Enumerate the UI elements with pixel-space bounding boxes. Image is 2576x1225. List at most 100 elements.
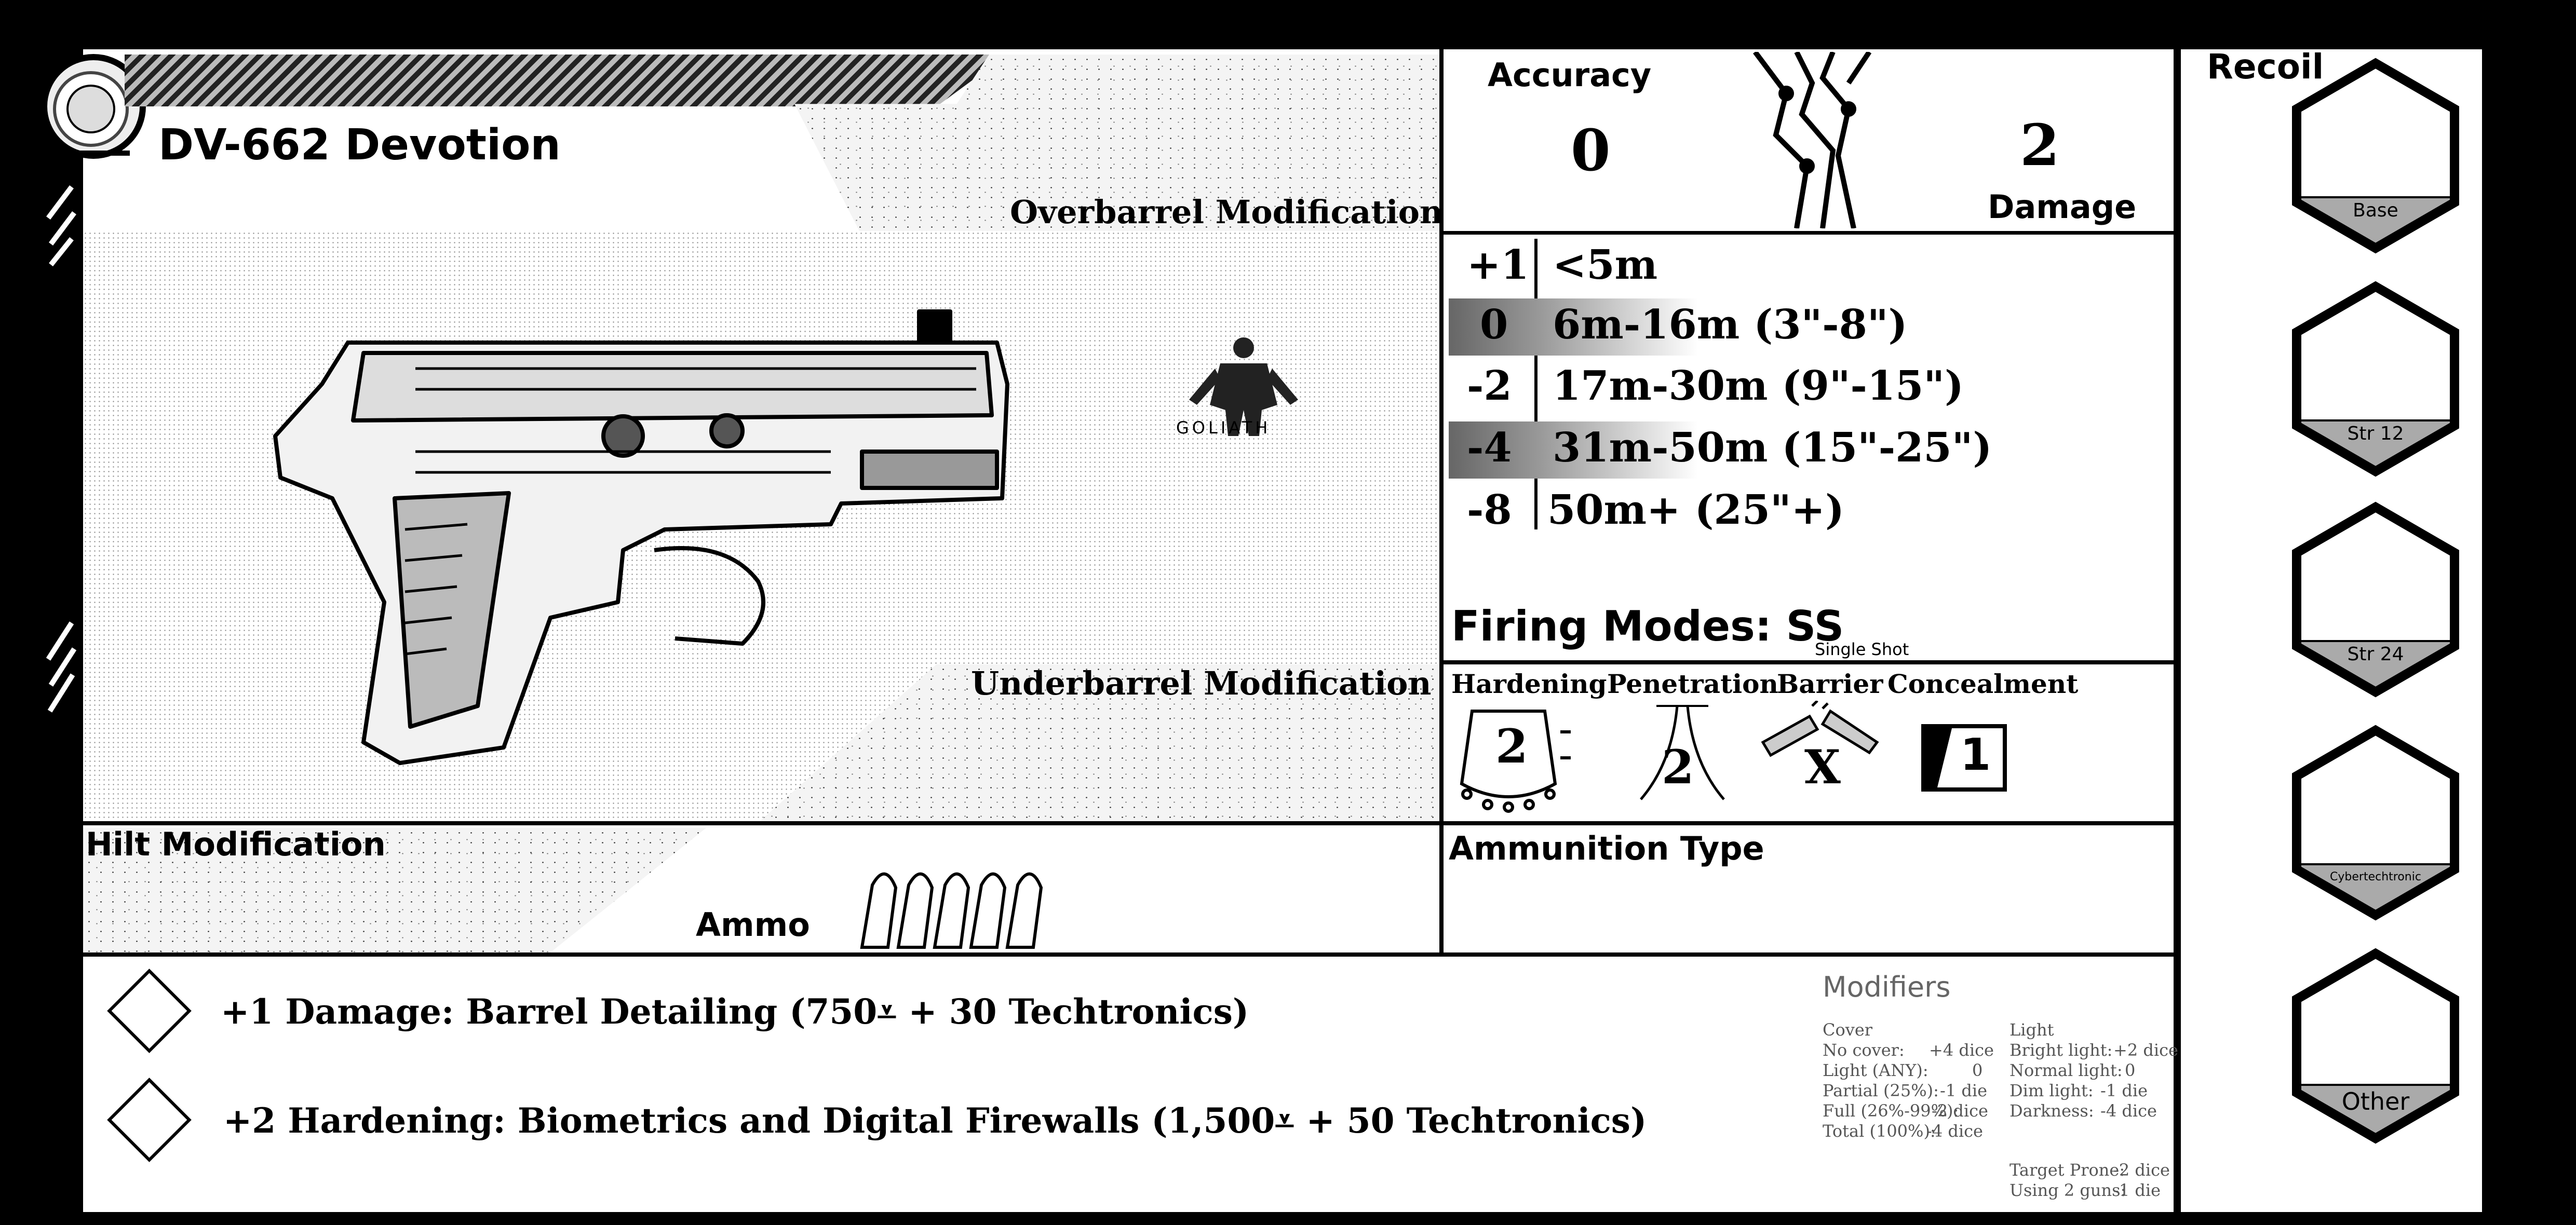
- upgrade-text: +2 Hardening: Biometrics and Digital Fir…: [223, 1100, 1647, 1141]
- modifier-value: +2 dice: [2113, 1040, 2178, 1060]
- modifier-value: +4 dice: [1929, 1040, 1994, 1060]
- modifier-label: Target Prone:: [2009, 1160, 2125, 1180]
- recoil-box-label: Cybertechtronic: [2330, 870, 2421, 883]
- recoil-column: [2181, 49, 2482, 1212]
- firing-modes-subscript: Single Shot: [1815, 639, 1909, 659]
- underbarrel-speckle-panel: [758, 664, 1444, 823]
- accuracy-label: Accuracy: [1488, 56, 1652, 94]
- modifiers-light-title: Light: [2009, 1020, 2054, 1040]
- damage-value: 2: [2020, 112, 2060, 179]
- modifier-value: -1 die: [1940, 1081, 1987, 1100]
- accuracy-value: 0: [1571, 117, 1611, 184]
- weapon-name: DV-662 Devotion: [158, 120, 561, 170]
- overbarrel-slot-label[interactable]: Overbarrel Modification: [1010, 193, 1444, 231]
- recoil-box-label: Other: [2341, 1087, 2410, 1115]
- barrier-icon: [1761, 701, 1879, 757]
- range-modifier: -2: [1467, 362, 1512, 410]
- modifier-label: No cover:: [1823, 1040, 1905, 1060]
- penetration-value: 2: [1662, 740, 1694, 795]
- recoil-box[interactable]: Str 12: [2287, 280, 2464, 478]
- concealment-icon: [1921, 724, 2007, 792]
- concealment-label: Concealment: [1887, 669, 2079, 699]
- modifier-label: Dim light:: [2009, 1081, 2094, 1100]
- hardening-value: 2: [1495, 719, 1528, 774]
- range-row: -8 50m+ (25"+): [1449, 484, 2165, 541]
- modifier-value: 0: [2125, 1060, 2136, 1080]
- modifier-value: 0: [1972, 1060, 1983, 1080]
- modifier-label: Light (ANY):: [1823, 1060, 1928, 1080]
- modifiers-title: Modifiers: [1823, 971, 1951, 1003]
- range-shading: [1449, 421, 1864, 479]
- modifier-value: -4 dice: [2100, 1101, 2157, 1121]
- corner-emblem-icon: [41, 54, 146, 159]
- hardening-label: Hardening: [1451, 669, 1607, 699]
- modifier-value: -2 dice: [2113, 1160, 2170, 1180]
- range-distance: 31m-50m (15"-25"): [1553, 424, 1992, 471]
- range-table-divider: [1534, 239, 1537, 529]
- goliath-logo-icon: [1189, 337, 1298, 436]
- modifier-label: Bright light:: [2009, 1040, 2113, 1060]
- modifier-value: -1 die: [2100, 1081, 2148, 1100]
- hexagon-icon: [2292, 948, 2459, 1144]
- modifier-label: Total (100%):: [1823, 1121, 1936, 1141]
- recoil-box[interactable]: Cybertechtronic: [2287, 724, 2464, 921]
- modifier-value: -2 dice: [1932, 1101, 1988, 1121]
- recoil-title: Recoil: [2207, 47, 2324, 87]
- modifier-label: Using 2 guns:: [2009, 1180, 2126, 1200]
- recoil-box[interactable]: Other: [2287, 947, 2464, 1145]
- hexagon-icon: [2292, 281, 2459, 477]
- range-row: -2 17m-30m (9"-15"): [1449, 360, 2165, 417]
- range-modifier: 0: [1480, 301, 1508, 348]
- recoil-box[interactable]: Str 24: [2287, 501, 2464, 698]
- range-distance: <5m: [1553, 241, 1658, 289]
- center-divider: [1439, 49, 1444, 955]
- upgrades-top-divider: [83, 952, 2176, 957]
- ammunition-type-label[interactable]: Ammunition Type: [1449, 829, 1764, 867]
- spine-slashes-decoration: [46, 185, 77, 713]
- range-modifier: -8: [1467, 486, 1512, 534]
- barrier-value: X: [1804, 740, 1841, 795]
- range-shading: [1449, 298, 1864, 356]
- range-row: 0 6m-16m (3"-8"): [1449, 298, 2165, 356]
- stats-divider: [1439, 231, 2177, 235]
- ammo-label: Ammo: [696, 906, 810, 944]
- modifier-value: -4 dice: [1926, 1121, 1983, 1141]
- concealment-value: 1: [1960, 729, 1991, 781]
- hilt-slot-label[interactable]: Hilt Modification: [86, 825, 386, 863]
- goliath-logo-text: GOLIATH: [1176, 418, 1271, 438]
- range-distance: 6m-16m (3"-8"): [1553, 301, 1908, 348]
- ammo-bullets-icon[interactable]: [852, 859, 1064, 952]
- upgrade-text: +1 Damage: Barrel Detailing (750⩡ + 30 T…: [221, 991, 1249, 1032]
- firing-modes-label: Firing Modes: SS: [1451, 602, 1844, 650]
- penetration-label: Penetration: [1607, 669, 1778, 699]
- title-stripe-banner: [125, 55, 1007, 106]
- modifier-label: Partial (25%):: [1823, 1081, 1939, 1100]
- circuit-emblem-icon: [1753, 52, 1872, 228]
- modifier-label: Full (26%-99%):: [1823, 1101, 1959, 1121]
- right-divider: [2174, 49, 2181, 1212]
- range-distance: 50m+ (25"+): [1547, 486, 1844, 534]
- modifier-value: -1 die: [2113, 1180, 2161, 1200]
- firing-divider: [1439, 660, 2177, 664]
- damage-label: Damage: [1988, 188, 2137, 226]
- recoil-box-label: Str 12: [2347, 423, 2404, 444]
- range-modifier: +1: [1467, 241, 1529, 289]
- range-distance: 17m-30m (9"-15"): [1553, 362, 1964, 410]
- card-spine: [41, 49, 83, 1212]
- range-table: +1 <5m 0 6m-16m (3"-8") -2 17m-30m (9"-1…: [1449, 239, 2165, 540]
- modifier-label: Darkness:: [2009, 1101, 2094, 1121]
- hilt-speckle-panel: [83, 828, 706, 952]
- image-bottom-divider: [83, 821, 2176, 825]
- underbarrel-slot-label[interactable]: Underbarrel Modification: [971, 664, 1432, 702]
- recoil-box-label: Base: [2353, 200, 2398, 221]
- pistol-illustration: [273, 309, 1009, 765]
- hexagon-icon: [2292, 501, 2459, 698]
- hardening-icon: [1460, 710, 1571, 813]
- range-row: +1 <5m: [1449, 239, 2165, 296]
- hexagon-icon: [2292, 725, 2459, 921]
- range-row: -4 31m-50m (15"-25"): [1449, 421, 2165, 479]
- recoil-box[interactable]: Base: [2287, 57, 2464, 254]
- barrier-label: Barrier: [1777, 669, 1883, 699]
- modifier-label: Normal light:: [2009, 1060, 2123, 1080]
